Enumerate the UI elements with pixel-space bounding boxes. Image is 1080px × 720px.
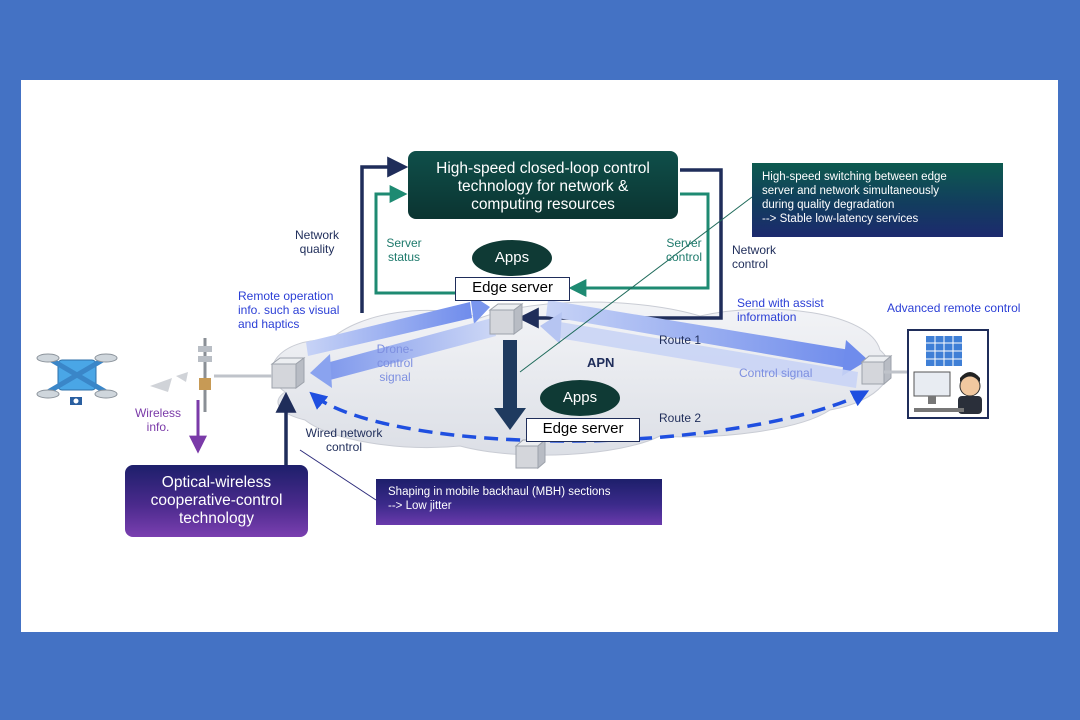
shaping-line1: Shaping in mobile backhaul (MBH) section…	[388, 486, 611, 498]
apps-label-top: Apps	[494, 249, 530, 266]
high-speed-switching-box: High-speed switching between edge server…	[752, 163, 1003, 237]
router-icon	[270, 357, 306, 389]
server-status-loop	[374, 185, 456, 295]
switching-line2: server and network simultaneously	[762, 185, 940, 197]
edge-server-top: Edge server	[455, 277, 570, 301]
closed-loop-line3: computing resources	[471, 196, 615, 213]
edge-server-bottom: Edge server	[526, 418, 640, 442]
switching-callout-line	[519, 196, 753, 373]
shaping-callout-line	[299, 449, 377, 501]
drone-icon	[36, 353, 118, 405]
apps-ellipse-top	[472, 240, 552, 276]
drone-control-arrow	[310, 318, 496, 388]
switching-line3: during quality degradation	[762, 199, 895, 211]
closed-loop-line1: High-speed closed-loop control	[436, 160, 650, 177]
closed-loop-control-box: High-speed closed-loop control technolog…	[408, 151, 678, 219]
router-icon	[488, 303, 524, 335]
shaping-line2: --> Low jitter	[388, 500, 452, 512]
control-signal-arrow	[540, 312, 858, 388]
apn-label: APN	[587, 355, 615, 370]
route1-label: Route 1	[659, 333, 702, 347]
server-control-loop	[568, 192, 710, 297]
control-signal-label: Control signal	[739, 366, 813, 380]
optical-line1: Optical-wireless	[161, 474, 272, 491]
optical-line3: technology	[179, 510, 254, 527]
send-assist-arrow	[546, 300, 868, 376]
antenna-icon	[150, 338, 212, 412]
router-icon	[514, 438, 547, 470]
remote-operation-arrow	[306, 294, 490, 356]
switching-line4: --> Stable low-latency services	[762, 213, 919, 225]
closed-loop-line2: technology for network &	[457, 178, 629, 195]
advanced-remote-label: Advanced remote control	[887, 301, 1021, 315]
network-quality-loop	[360, 156, 409, 313]
route2-label: Route 2	[659, 411, 702, 425]
operator-workstation-icon	[907, 329, 989, 419]
optical-line2: cooperative-control	[150, 492, 283, 509]
router-icon	[860, 354, 893, 386]
mbh-shaping-box: Shaping in mobile backhaul (MBH) section…	[376, 479, 662, 525]
switching-line1: High-speed switching between edge	[762, 171, 947, 183]
apps-label-bottom: Apps	[562, 389, 598, 406]
apps-ellipse-bottom	[540, 380, 620, 416]
optical-wireless-control-box: Optical-wireless cooperative-control tec…	[125, 465, 308, 537]
